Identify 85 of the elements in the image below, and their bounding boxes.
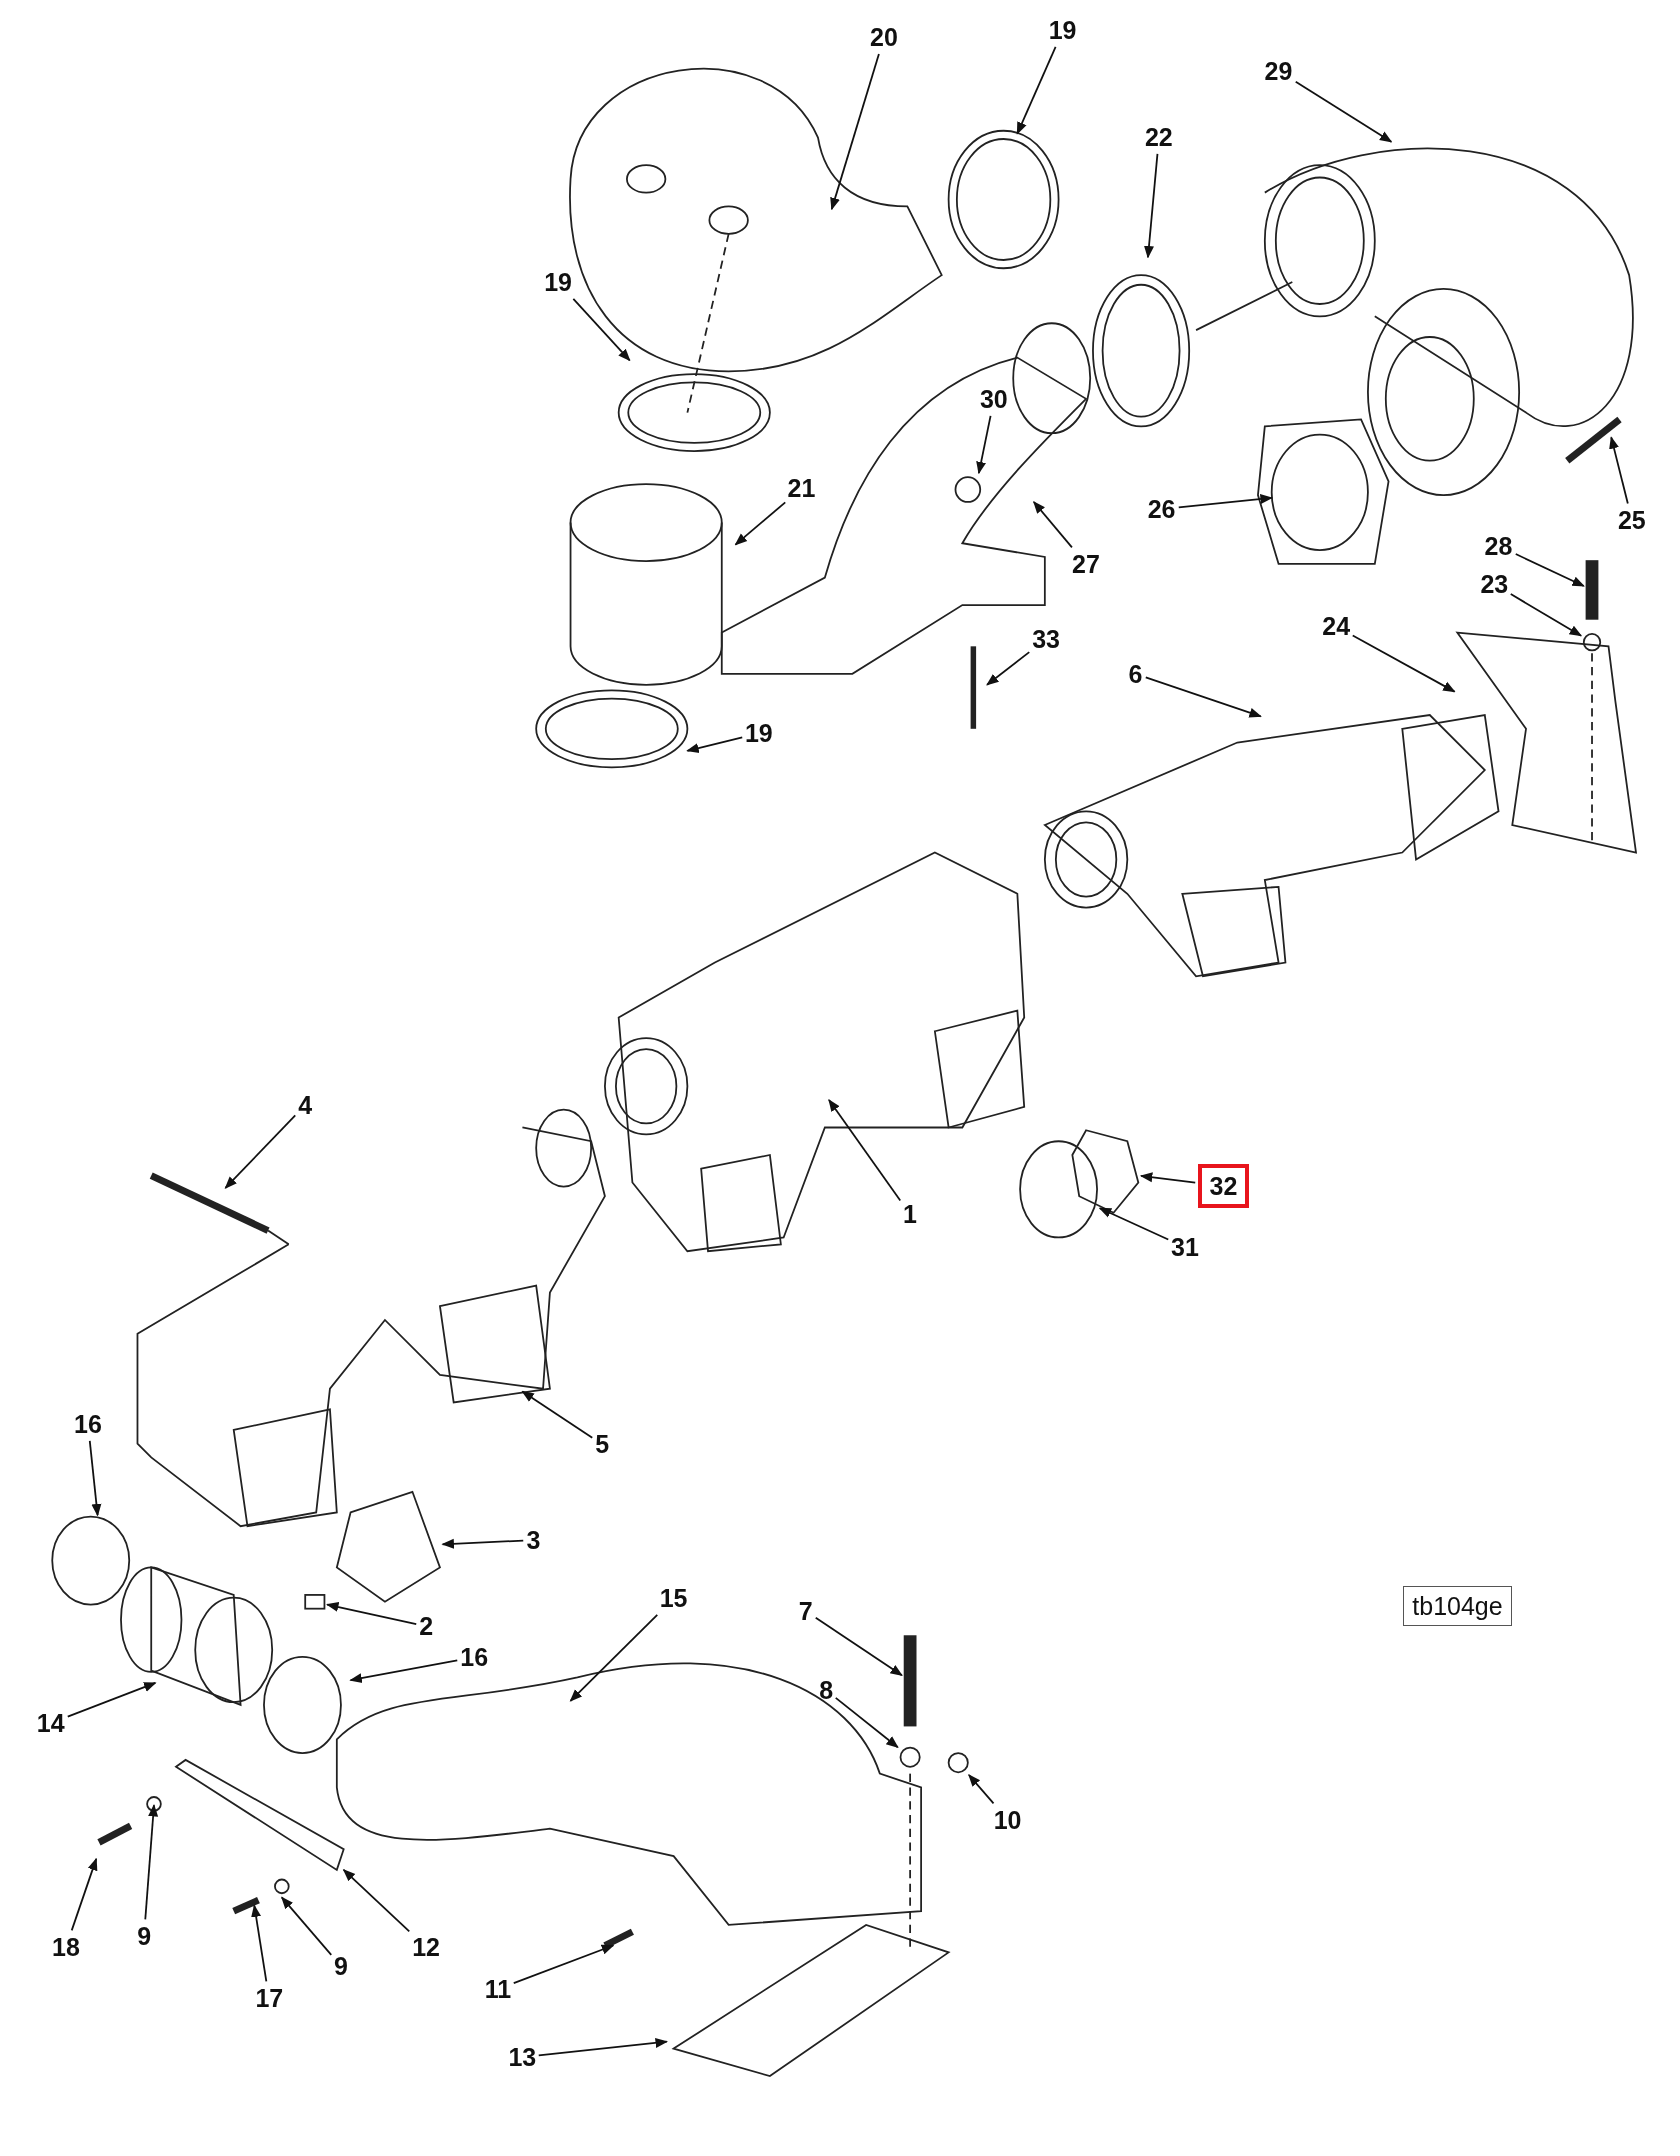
leader-line bbox=[976, 415, 992, 475]
leader-line bbox=[1514, 553, 1585, 587]
cover-plate-drawing bbox=[1071, 1129, 1140, 1214]
callout-number: 3 bbox=[526, 1525, 541, 1554]
bolt-drawing bbox=[903, 1635, 917, 1727]
leader-line bbox=[830, 53, 880, 211]
leader-line bbox=[224, 1114, 297, 1189]
callout-number: 33 bbox=[1032, 625, 1061, 654]
callout-number: 28 bbox=[1484, 531, 1513, 560]
leader-line bbox=[1177, 494, 1273, 509]
callout-number: 17 bbox=[255, 1983, 284, 2012]
callout-number: 10 bbox=[993, 1806, 1022, 1835]
leader-line bbox=[986, 651, 1031, 686]
callout-number: 1 bbox=[903, 1199, 917, 1228]
callout-number: 31 bbox=[1171, 1232, 1199, 1261]
leader-line bbox=[1016, 46, 1057, 135]
leader-line bbox=[1098, 1207, 1170, 1241]
callout-number: 25 bbox=[1617, 505, 1646, 534]
callout-number: 16 bbox=[460, 1642, 489, 1671]
callout-number: 6 bbox=[1128, 659, 1143, 688]
callout-number: 30 bbox=[979, 384, 1008, 413]
leader-line bbox=[512, 1944, 615, 1985]
leader-line bbox=[1032, 501, 1073, 549]
callout-number: 8 bbox=[819, 1675, 834, 1704]
leader-line bbox=[521, 1390, 594, 1439]
callout-number: 19 bbox=[1048, 16, 1077, 45]
callout-number: 19 bbox=[744, 718, 773, 747]
callout-number: 9 bbox=[333, 1951, 348, 1980]
callout-number: 12 bbox=[412, 1932, 440, 1961]
leader-line bbox=[834, 1697, 899, 1749]
callout-number: 21 bbox=[787, 474, 816, 503]
gasket-drawing bbox=[335, 1490, 441, 1603]
callout-number: 24 bbox=[1322, 611, 1351, 640]
leader-line bbox=[1609, 436, 1629, 505]
leader-line bbox=[70, 1857, 98, 1932]
leader-line bbox=[251, 1904, 268, 1983]
leader-line bbox=[569, 1613, 659, 1702]
leader-line bbox=[1509, 593, 1583, 637]
callout-number: 7 bbox=[798, 1597, 813, 1626]
leader-line bbox=[349, 1659, 459, 1683]
leader-line bbox=[88, 1440, 102, 1517]
callout-number: 15 bbox=[659, 1583, 688, 1612]
bracket-drawing bbox=[1455, 631, 1638, 854]
leader-line bbox=[537, 2037, 668, 2057]
callout-number: 11 bbox=[484, 1975, 512, 2004]
callout-number: 16 bbox=[74, 1410, 102, 1439]
leader-line bbox=[968, 1774, 995, 1805]
leader-line bbox=[280, 1896, 333, 1956]
leader-line bbox=[828, 1099, 902, 1202]
o-ring-drawing bbox=[1019, 1140, 1098, 1239]
leader-line bbox=[572, 298, 631, 362]
callout-number: 29 bbox=[1264, 57, 1293, 86]
callout-number: 4 bbox=[298, 1091, 313, 1120]
leader-line bbox=[66, 1682, 157, 1718]
callout-number: 18 bbox=[52, 1932, 80, 1961]
callout-number: 5 bbox=[595, 1429, 610, 1458]
leader-line bbox=[1139, 1172, 1197, 1184]
washer-drawing bbox=[1582, 633, 1602, 652]
callout-number: 9 bbox=[137, 1921, 152, 1950]
callout-number: 26 bbox=[1147, 494, 1176, 523]
leader-line bbox=[814, 1616, 903, 1677]
figure-code: tb104ge bbox=[1403, 1585, 1512, 1626]
leader-line bbox=[686, 736, 744, 753]
bolt-drawing bbox=[1585, 560, 1599, 620]
leader-line bbox=[441, 1538, 525, 1549]
leader-line bbox=[1351, 634, 1456, 693]
callout-number: 23 bbox=[1480, 570, 1509, 599]
leader-line bbox=[1144, 153, 1159, 259]
callout-number: 20 bbox=[870, 23, 898, 52]
highlighted-callout-number: 32 bbox=[1197, 1164, 1250, 1209]
callout-number: 13 bbox=[508, 2042, 537, 2071]
washer-drawing bbox=[899, 1746, 921, 1768]
callout-number: 27 bbox=[1072, 549, 1100, 578]
callout-number: 19 bbox=[544, 267, 572, 296]
nut-drawing bbox=[947, 1752, 969, 1774]
callout-number: 22 bbox=[1144, 123, 1173, 152]
leader-line bbox=[342, 1869, 411, 1933]
pin-drawing bbox=[304, 1594, 326, 1610]
callout-number: 2 bbox=[419, 1612, 434, 1641]
leader-line bbox=[326, 1602, 418, 1625]
leader-line bbox=[734, 501, 787, 546]
leader-line bbox=[144, 1804, 159, 1921]
callout-number: 14 bbox=[36, 1708, 65, 1737]
leader-line bbox=[1294, 80, 1393, 143]
leader-line bbox=[1144, 676, 1262, 718]
